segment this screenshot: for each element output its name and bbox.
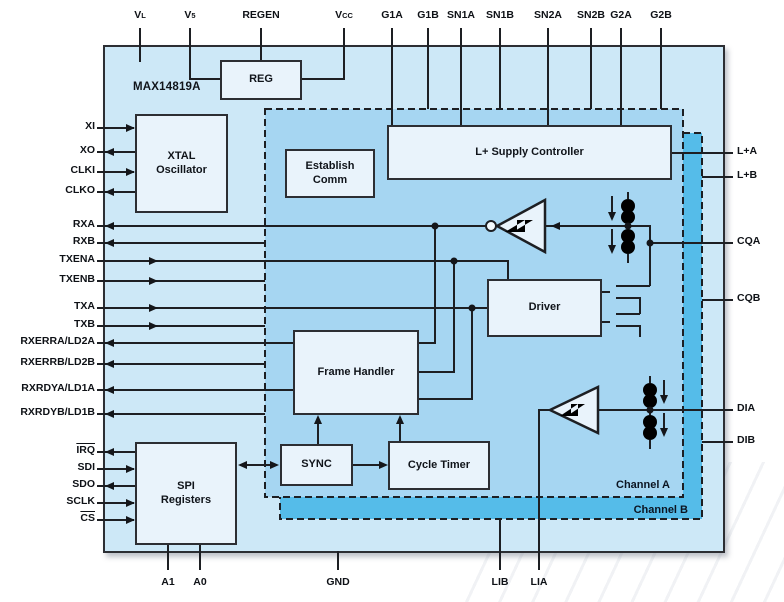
pin-sdi: SDI [77,461,95,473]
pin-g2a: G2A [610,9,632,21]
left-pin-wires [97,124,509,524]
pin-sdo: SDO [72,478,95,490]
pin-clki: CLKI [70,164,96,176]
block-label: REG [249,73,273,86]
pin-rxb: RXB [72,235,95,247]
right-pin-wires [598,152,733,443]
junction-dots [431,222,654,414]
chip-part-number: MAX14819A [133,81,201,93]
pin-cqa: CQA [737,235,761,247]
pin-txb: TXB [74,318,95,330]
pin-sclk: SCLK [66,495,95,507]
pin-v5: V5 [184,9,196,21]
pin-a1: A1 [161,576,175,588]
schmitt-trigger-buffer-icon [538,385,600,570]
block-reg: REG [220,60,302,100]
pin-rxrdyb-ld1b: RXRDYB/LD1B [20,406,95,418]
pin-sn2a: SN2A [533,9,562,21]
pin-dib: DIB [737,434,756,446]
nmos-transistor-icon [602,285,650,337]
pin-g2b: G2B [650,9,672,21]
pin-irq: IRQ [76,444,95,456]
pin-gnd: GND [326,576,350,588]
block-label: Frame Handler [317,365,395,378]
pin-a0: A0 [193,576,207,588]
top-pin-wires [139,28,662,125]
block-driver: Driver [487,279,602,337]
block-sync: SYNC [280,444,353,486]
block-cycle-timer: Cycle Timer [388,441,490,490]
pin-rxrdya-ld1a: RXRDYA/LD1A [21,382,95,394]
block-frame-handler: Frame Handler [293,330,419,415]
pin-g1a: G1A [381,9,403,21]
pin-cs: CS [80,512,95,524]
pin-regen: REGEN [242,9,280,21]
pin-rxerrb-ld2b: RXERRB/LD2B [20,356,95,368]
bottom-pin-wires [167,519,501,570]
pin-xi: XI [85,120,95,132]
pin-xo: XO [79,144,95,156]
channel-boundaries [264,108,703,520]
pin-txenb: TXENB [59,273,95,285]
pin-sn1b: SN1B [485,9,514,21]
pin-cqb: CQB [737,292,761,304]
pin-dia: DIA [737,402,756,414]
pin-vcc: VCC [335,9,353,21]
pin-vl: VL [134,9,146,21]
pin-lplus-a: L+A [737,145,758,157]
pin-txa: TXA [74,300,95,312]
schmitt-trigger-inverter-icon [485,197,628,255]
frame-handler-wires [238,226,473,469]
block-label: L+ Supply Controller [475,145,584,158]
block-label: Driver [528,301,561,314]
pin-lplus-b: L+B [737,169,758,181]
pin-clko: CLKO [65,184,95,196]
channel-a-label: Channel A [616,479,670,491]
pin-sn1a: SN1A [446,9,475,21]
pin-lia: LIA [530,576,548,588]
channel-b-label: Channel B [633,504,688,516]
pin-sn2b: SN2B [576,9,605,21]
pin-rxerra-ld2a: RXERRA/LD2A [20,335,95,347]
cqa-net [628,225,651,286]
pin-g1b: G1B [417,9,439,21]
block-label: Cycle Timer [407,458,471,471]
pin-lib: LIB [491,576,509,588]
pin-txena: TXENA [59,253,95,265]
pin-rxa: RXA [72,218,95,230]
block-lplus-supply-controller: L+ Supply Controller [387,125,672,180]
current-source-icon [608,192,635,263]
block-label: SYNC [301,458,332,471]
